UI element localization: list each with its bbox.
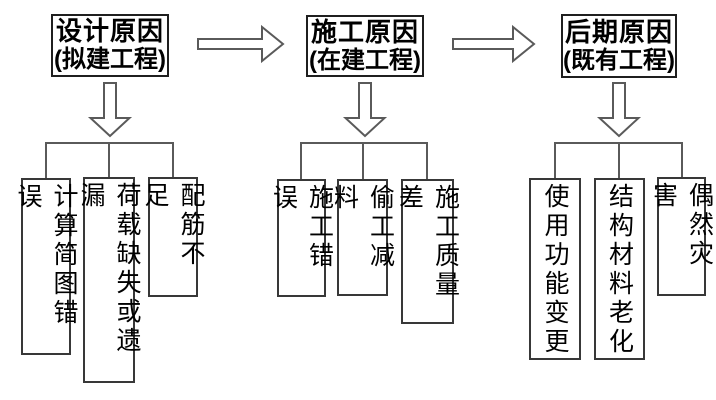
stage-node-later: 后期原因 (既有工程)	[561, 14, 677, 78]
stage-title: 后期原因	[564, 16, 673, 47]
cause-label: 计算简图错误	[14, 183, 79, 328]
down-arrow-icon	[342, 82, 388, 138]
cause-node: 使用功能变更	[529, 178, 581, 360]
cause-node: 施工质量差	[396, 179, 461, 324]
cause-label: 结构材料老化	[605, 183, 635, 357]
stage-subtitle: (在建工程)	[309, 46, 421, 74]
stage-subtitle: (拟建工程)	[54, 46, 166, 73]
cause-label: 偶然灾害	[649, 182, 715, 269]
cause-label: 配筋不足	[141, 182, 206, 269]
branch-connector-line	[45, 142, 174, 178]
down-arrow-icon	[87, 82, 133, 138]
stage-title: 施工原因	[310, 16, 419, 47]
cause-node: 偶然灾害	[650, 177, 715, 296]
cause-node: 计算简图错误	[14, 178, 79, 355]
right-arrow-icon	[452, 24, 536, 64]
cause-label: 荷载缺失或遗漏	[77, 182, 142, 356]
cause-node: 偷工减料	[331, 179, 396, 296]
cause-node: 配筋不足	[141, 177, 206, 297]
stage-title: 设计原因	[55, 16, 164, 46]
cause-label: 偷工减料	[330, 184, 396, 271]
cause-label: 施工质量差	[395, 184, 461, 300]
stage-node-design: 设计原因 (拟建工程)	[51, 14, 169, 77]
stage-node-construction: 施工原因 (在建工程)	[306, 15, 424, 77]
cause-node: 施工错误	[270, 179, 335, 297]
cause-node: 结构材料老化	[594, 178, 645, 360]
cause-label: 使用功能变更	[541, 183, 570, 357]
branch-connector-line	[300, 142, 428, 179]
right-arrow-icon	[197, 24, 285, 64]
cause-label: 施工错误	[269, 184, 335, 271]
down-arrow-icon	[596, 82, 642, 138]
branch-connector-line	[554, 142, 683, 178]
stage-subtitle: (既有工程)	[563, 46, 675, 74]
cause-node: 荷载缺失或遗漏	[77, 177, 142, 383]
